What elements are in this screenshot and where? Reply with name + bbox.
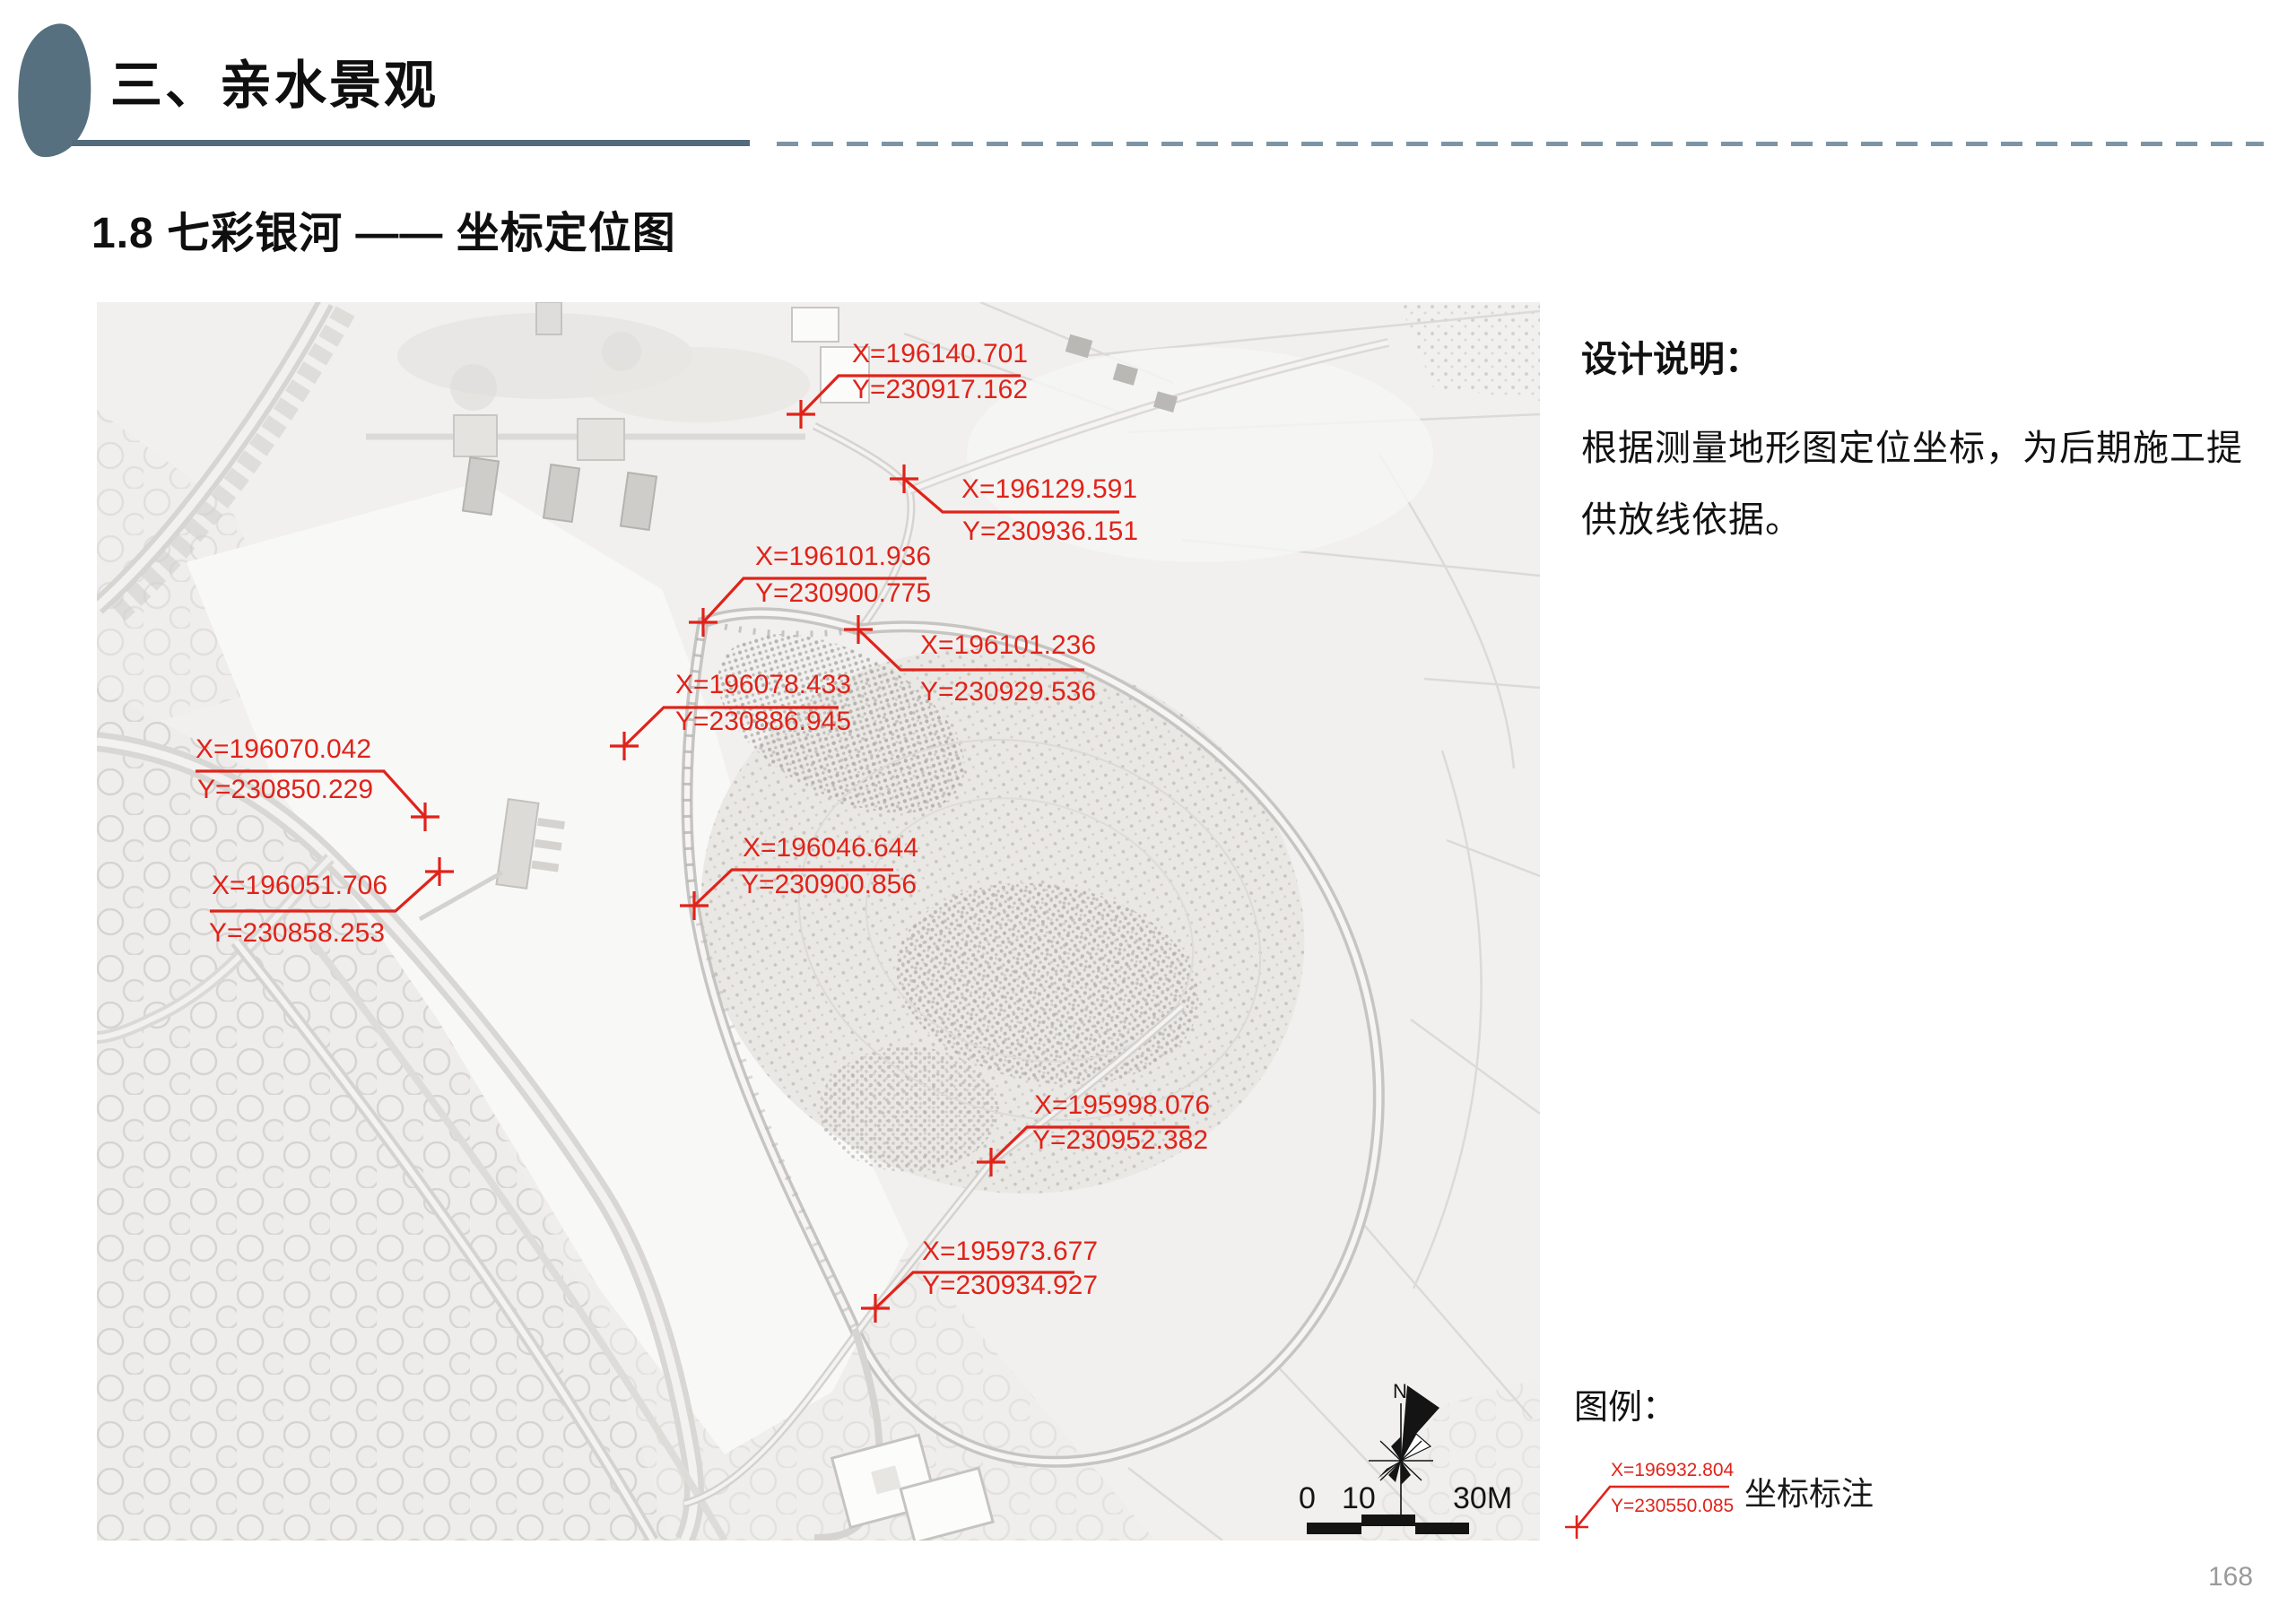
coordinate-cross-marker [610,732,639,760]
coordinate-cross-marker [411,803,439,831]
header-dashed-rule [777,142,2264,146]
design-notes-line1: 根据测量地形图定位坐标，为后期施工提 [1581,429,2243,468]
annotation-y-label: Y=230900.775 [755,578,931,608]
annotation-x-label: X=196140.701 [852,339,1028,369]
coordinate-annotation: X=195998.076 Y=230952.382 [977,1090,1210,1176]
coordinate-cross-marker [977,1148,1005,1176]
legend-item-coordinate-annotation: X=196932.804 Y=230550.085 坐标标注 [1565,1460,1874,1539]
coordinate-cross-marker [680,891,709,920]
annotation-y-label: Y=230900.856 [741,870,917,899]
north-arrow-icon: N [1369,1380,1439,1515]
annotation-y-label: Y=230934.927 [922,1271,1098,1300]
coordinate-cross-marker [844,615,873,644]
scale-tick-label: 0 [1299,1481,1316,1515]
annotation-x-label: X=195998.076 [1034,1090,1210,1120]
coordinate-cross-marker [689,608,718,637]
legend-item-label: 坐标标注 [1744,1475,1874,1512]
legend-y-label: Y=230550.085 [1611,1496,1734,1516]
coordinate-cross-marker [890,464,918,493]
coordinate-annotation: X=196051.706 Y=230858.253 [209,857,454,948]
coordinate-cross-marker [1565,1515,1588,1539]
coordinate-annotation: X=195973.677 Y=230934.927 [861,1237,1098,1323]
page-subtitle: 1.8 七彩银河 —— 坐标定位图 [91,210,676,257]
coordinate-cross-marker [425,857,454,886]
coordinate-cross-marker [861,1294,890,1323]
annotation-x-label: X=196078.433 [675,670,851,699]
coordinate-annotations: X=196140.701 Y=230917.162 X=196129.591 Y… [196,339,1210,1323]
coordinate-annotation: X=196046.644 Y=230900.856 [680,833,918,920]
scale-tick-label: 10 [1342,1481,1376,1515]
annotation-x-label: X=196129.591 [961,474,1137,504]
coordinate-annotation: X=196129.591 Y=230936.151 [890,464,1138,546]
annotation-y-label: Y=230850.229 [197,775,373,804]
annotation-x-label: X=196070.042 [196,734,371,764]
design-notes-line2: 供放线依据。 [1581,500,1802,540]
annotation-x-label: X=196051.706 [212,871,387,900]
legend-x-label: X=196932.804 [1611,1460,1735,1480]
scale-bar: 0 10 30M [1299,1481,1512,1534]
coordinate-positioning-map: N 0 10 30M X=196140.701 Y=2 [97,302,1540,1541]
design-notes: 设计说明： 根据测量地形图定位坐标，为后期施工提 供放线依据。 [1581,330,2294,556]
annotation-y-label: Y=230929.536 [920,677,1096,707]
section-title: 三、亲水景观 [110,56,439,115]
aerial-photo-artwork: N 0 10 30M [97,302,1540,1541]
annotation-x-label: X=196101.236 [920,630,1096,660]
annotation-y-label: Y=230886.945 [675,707,851,736]
annotation-y-label: Y=230936.151 [962,516,1138,546]
scale-tick-label: 30M [1453,1481,1512,1515]
coordinate-annotation: X=196140.701 Y=230917.162 [787,339,1028,429]
annotation-y-label: Y=230858.253 [209,918,385,948]
page-number: 168 [2208,1562,2254,1592]
coordinate-annotation: X=196078.433 Y=230886.945 [610,670,851,760]
coordinate-annotation: X=196101.236 Y=230929.536 [844,615,1096,707]
annotation-x-label: X=195973.677 [922,1237,1098,1266]
annotation-x-label: X=196101.936 [755,542,931,571]
legend-heading: 图例： [1574,1389,1677,1427]
annotation-y-label: Y=230952.382 [1032,1125,1208,1155]
coordinate-annotation: X=196070.042 Y=230850.229 [196,734,439,831]
coordinate-annotation: X=196101.936 Y=230900.775 [689,542,931,637]
compass-n-label: N [1393,1380,1407,1402]
design-notes-heading: 设计说明： [1581,340,1761,379]
annotation-x-label: X=196046.644 [743,833,918,863]
coordinate-cross-marker [787,400,815,429]
annotation-y-label: Y=230917.162 [852,375,1028,404]
header-rule [72,140,750,146]
